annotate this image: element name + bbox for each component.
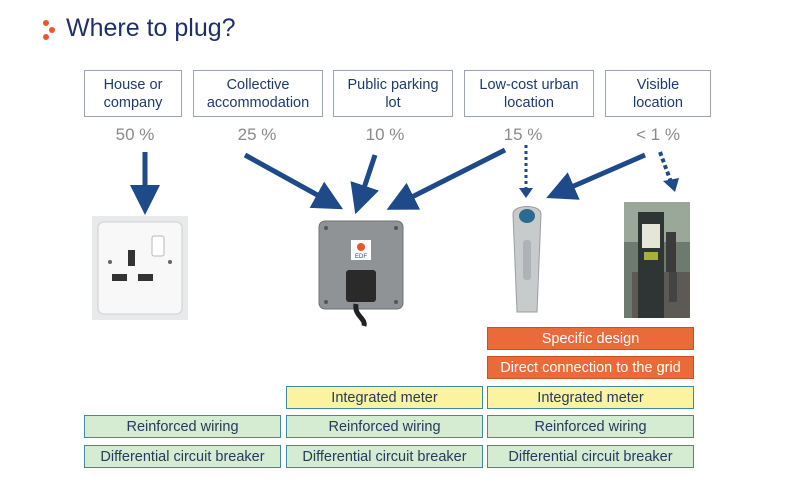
- feature-integrated-meter-parking: Integrated meter: [286, 386, 483, 409]
- feature-specific-design: Specific design: [487, 327, 694, 350]
- arrow-collective: [243, 152, 344, 210]
- feature-breaker-house: Differential circuit breaker: [84, 445, 281, 468]
- arrow-visible-dotted: [658, 151, 673, 183]
- arrow-visible-dotted-head: [663, 178, 679, 192]
- feature-reinforced-wiring-urban: Reinforced wiring: [487, 415, 694, 438]
- feature-breaker-parking: Differential circuit breaker: [286, 445, 483, 468]
- arrow-visible-to-post: [546, 152, 646, 200]
- share-house: 50 %: [115, 125, 155, 144]
- wall-socket-icon: [92, 216, 188, 320]
- feature-reinforced-wiring-house: Reinforced wiring: [84, 415, 281, 438]
- page-title: Where to plug?: [66, 14, 236, 42]
- arrow-low-cost-to-box: [386, 147, 507, 210]
- feature-reinforced-wiring-parking: Reinforced wiring: [286, 415, 483, 438]
- arrow-public-parking: [350, 154, 379, 215]
- charging-post-icon: [512, 206, 542, 313]
- share-collective: 25 %: [237, 125, 277, 144]
- charging-box-icon: EDF: [318, 220, 404, 327]
- charging-station-icon: [624, 202, 690, 318]
- bullet-icon: [43, 20, 55, 40]
- share-public-parking: 10 %: [365, 125, 405, 144]
- feature-integrated-meter-urban: Integrated meter: [487, 386, 694, 409]
- feature-direct-connection: Direct connection to the grid: [487, 356, 694, 379]
- share-visible: < 1 %: [636, 125, 680, 144]
- svg-text:EDF: EDF: [355, 254, 367, 260]
- share-low-cost-urban: 15 %: [503, 125, 543, 144]
- arrow-low-cost-dotted-head: [519, 188, 533, 198]
- feature-breaker-urban: Differential circuit breaker: [487, 445, 694, 468]
